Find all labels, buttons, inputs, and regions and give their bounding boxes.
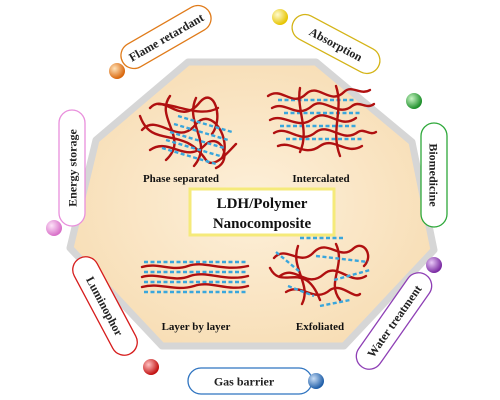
gas-barrier-label: Gas barrier [214, 375, 275, 389]
layer-by-layer-structure [140, 260, 250, 294]
gas-barrier-sphere-icon [308, 373, 324, 389]
water-treatment-sphere-icon [426, 257, 442, 273]
center-box [188, 187, 336, 237]
energy-storage-sphere-icon [46, 220, 62, 236]
biomedicine-label: Biomedicine [427, 143, 441, 207]
label-layer-by-layer: Layer by layer [162, 321, 231, 333]
exfoliated-structure [268, 236, 371, 308]
application-energy-storage: Energy storage [58, 109, 86, 227]
label-intercalated: Intercalated [292, 173, 349, 185]
label-exfoliated: Exfoliated [296, 321, 344, 333]
flame-retardant-sphere-icon [109, 63, 125, 79]
biomedicine-sphere-icon [406, 93, 422, 109]
energy-storage-label: Energy storage [66, 129, 80, 207]
application-biomedicine: Biomedicine [420, 122, 448, 228]
center-title-line2: Nanocomposite [213, 216, 312, 232]
intercalated-structure [266, 84, 378, 158]
label-phase-separated: Phase separated [143, 173, 219, 185]
center-title-line1: LDH/Polymer [217, 196, 308, 212]
application-gas-barrier: Gas barrier [187, 367, 313, 395]
luminophor-sphere-icon [143, 359, 159, 375]
absorption-sphere-icon [272, 9, 288, 25]
phase-separated-structure [138, 94, 238, 170]
